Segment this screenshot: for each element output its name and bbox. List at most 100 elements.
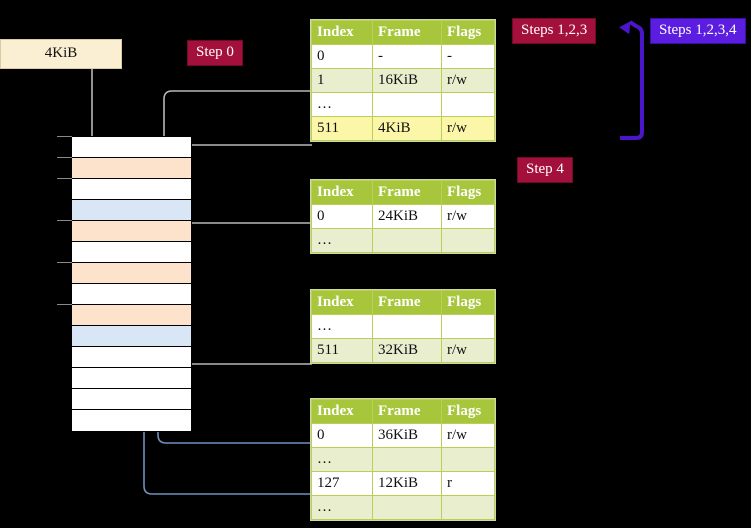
column-header-flags: Flags	[441, 20, 495, 45]
cell-frame: 32KiB	[372, 338, 442, 363]
cell-frame: 12KiB	[372, 471, 442, 496]
cell-frame	[372, 228, 442, 253]
memory-frame-row	[72, 368, 191, 389]
steps-1234-label: Steps 1,2,3,4	[659, 22, 737, 38]
table-row: …	[311, 314, 495, 339]
cell-index: …	[311, 314, 373, 339]
column-header-frame: Frame	[372, 20, 442, 45]
steps-1234-badge: Steps 1,2,3,4	[651, 19, 745, 43]
column-header-frame: Frame	[372, 290, 442, 315]
memory-tick-mark	[57, 136, 72, 137]
cell-frame: 36KiB	[372, 423, 442, 448]
column-header-flags: Flags	[441, 180, 495, 205]
cell-frame	[372, 447, 442, 472]
column-header-flags: Flags	[441, 399, 495, 424]
memory-tick-mark	[57, 304, 72, 305]
memory-tick-mark	[57, 157, 72, 158]
step-4-label: Step 4	[526, 161, 564, 177]
cell-frame: 16KiB	[372, 68, 442, 93]
cell-index: …	[311, 495, 373, 520]
memory-frame-row	[72, 284, 191, 305]
column-header-frame: Frame	[372, 180, 442, 205]
memory-frame-row	[72, 200, 191, 221]
size-label-box: 4KiB	[0, 39, 122, 69]
memory-tick-mark	[57, 220, 72, 221]
size-label-text: 4KiB	[44, 45, 78, 61]
cell-flags	[441, 92, 495, 117]
cell-frame	[372, 495, 442, 520]
cell-flags: r	[441, 471, 495, 496]
cell-flags: r/w	[441, 338, 495, 363]
memory-frame-row	[57, 304, 191, 326]
memory-frame-row	[72, 326, 191, 347]
table-row: 0--	[311, 44, 495, 69]
arrow-steps-return	[619, 20, 644, 140]
cell-frame: 24KiB	[372, 204, 442, 229]
cell-frame	[372, 314, 442, 339]
cell-flags: -	[441, 44, 495, 69]
cell-index: 511	[311, 338, 373, 363]
cell-index: 1	[311, 68, 373, 93]
cell-flags	[441, 447, 495, 472]
column-header-index: Index	[311, 20, 373, 45]
memory-frame-row	[57, 220, 191, 242]
cell-index: 511	[311, 116, 373, 141]
step-4-badge: Step 4	[518, 158, 572, 182]
steps-123-label: Steps 1,2,3	[521, 22, 588, 38]
cell-index: …	[311, 228, 373, 253]
cell-frame	[372, 92, 442, 117]
table-row: …	[311, 447, 495, 472]
memory-column	[57, 136, 192, 432]
memory-frame-row	[72, 389, 191, 410]
cell-flags	[441, 228, 495, 253]
memory-frame-row	[72, 347, 191, 368]
cell-index: 127	[311, 471, 373, 496]
cell-flags: r/w	[441, 204, 495, 229]
memory-frame-row	[57, 178, 191, 200]
wire-pml4-row511-to-memory	[178, 144, 312, 220]
memory-frame-row	[72, 410, 191, 431]
step-0-badge: Step 0	[188, 41, 242, 65]
column-header-index: Index	[311, 180, 373, 205]
cell-index: 0	[311, 204, 373, 229]
memory-frame-row	[72, 242, 191, 263]
cell-flags: r/w	[441, 423, 495, 448]
column-header-index: Index	[311, 399, 373, 424]
cell-frame: -	[372, 44, 442, 69]
cell-index: 0	[311, 423, 373, 448]
cell-index: …	[311, 447, 373, 472]
cell-index: …	[311, 92, 373, 117]
cell-flags: r/w	[441, 68, 495, 93]
memory-frame-row	[57, 262, 191, 284]
cell-flags	[441, 495, 495, 520]
table-row: …	[311, 495, 495, 520]
column-header-frame: Frame	[372, 399, 442, 424]
cell-flags	[441, 314, 495, 339]
memory-frame-row	[57, 157, 191, 179]
step-0-label: Step 0	[196, 44, 234, 60]
wire-pd-row511-to-memory	[172, 301, 312, 365]
memory-tick-mark	[57, 178, 72, 179]
cell-flags: r/w	[441, 116, 495, 141]
table-row: …	[311, 92, 495, 117]
memory-tick-mark	[57, 262, 72, 263]
column-header-flags: Flags	[441, 290, 495, 315]
column-header-index: Index	[311, 290, 373, 315]
cell-index: 0	[311, 44, 373, 69]
table-row: …	[311, 228, 495, 253]
memory-frame-row	[57, 136, 191, 158]
